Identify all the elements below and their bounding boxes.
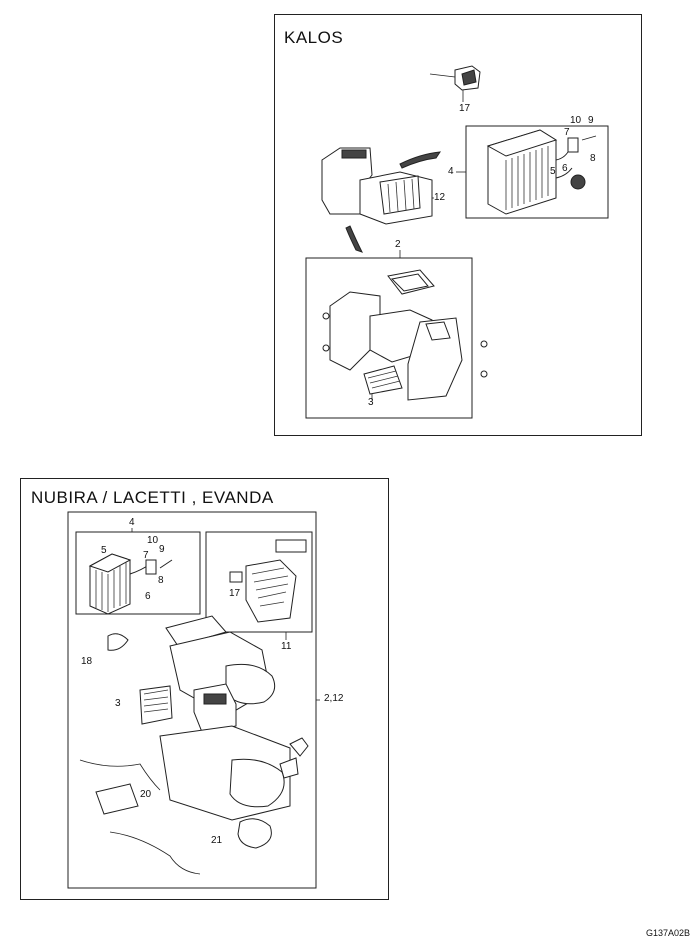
- nubira-label-17: 17: [229, 588, 241, 599]
- nubira-label-20: 20: [140, 789, 152, 800]
- kalos-label-9: 9: [588, 115, 594, 126]
- nubira-label-7: 7: [143, 550, 149, 561]
- kalos-hvac-unit: [321, 147, 442, 253]
- kalos-panel: [274, 14, 642, 436]
- kalos-sensor-17: [429, 65, 481, 102]
- kalos-case-exploded: [305, 250, 488, 419]
- nubira-title: NUBIRA / LACETTI , EVANDA: [31, 488, 274, 507]
- nubira-label-18: 18: [81, 656, 93, 667]
- nubira-label-10: 10: [147, 535, 159, 546]
- nubira-blower-box: [205, 531, 313, 640]
- kalos-label-7: 7: [564, 127, 570, 138]
- kalos-label-10: 10: [570, 115, 582, 126]
- kalos-label-6: 6: [562, 163, 568, 174]
- nubira-label-21: 21: [211, 835, 223, 846]
- nubira-evaporator-box: [75, 528, 201, 615]
- kalos-label-2: 2: [395, 239, 401, 250]
- nubira-hvac-unit: [67, 511, 320, 889]
- nubira-label-3: 3: [115, 698, 121, 709]
- figure-code: G137A02B: [646, 928, 691, 938]
- kalos-label-5: 5: [550, 166, 556, 177]
- nubira-panel: [20, 478, 389, 900]
- nubira-label-9: 9: [159, 544, 165, 555]
- nubira-label-2-12: 2,12: [324, 693, 344, 704]
- nubira-label-4: 4: [129, 517, 135, 528]
- kalos-label-8: 8: [590, 153, 596, 164]
- nubira-label-5: 5: [101, 545, 107, 556]
- nubira-label-11: 11: [281, 641, 292, 652]
- nubira-label-8: 8: [158, 575, 164, 586]
- kalos-label-3: 3: [368, 397, 374, 408]
- kalos-label-12: 12: [434, 192, 446, 203]
- kalos-evaporator-box: [456, 125, 609, 219]
- kalos-title: KALOS: [284, 28, 344, 47]
- kalos-label-4: 4: [448, 166, 454, 177]
- nubira-label-6: 6: [145, 591, 151, 602]
- kalos-label-17: 17: [459, 103, 471, 114]
